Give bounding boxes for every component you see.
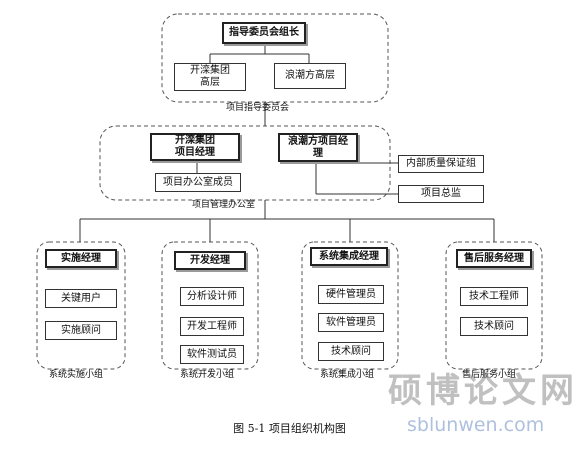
pm-inspur: 浪潮方项目经 理 bbox=[278, 133, 358, 162]
implementation-group-frame bbox=[36, 241, 126, 370]
aftersales-manager: 售后服务经理 bbox=[456, 249, 532, 268]
implementation-manager: 实施经理 bbox=[45, 249, 117, 268]
integration-technical-consultant: 技术顾问 bbox=[318, 342, 384, 361]
steering-member-inspur: 浪潮方高层 bbox=[274, 63, 346, 89]
steering-committee-frame bbox=[161, 13, 389, 103]
project-director: 项目总监 bbox=[398, 185, 484, 203]
steering-member-kailuan: 开滦集团 高层 bbox=[174, 63, 246, 91]
implementation-consultant: 实施顾问 bbox=[45, 321, 117, 340]
quality-assurance-group: 内部质量保证组 bbox=[398, 155, 484, 173]
integration-group-label: 系统集成小组 bbox=[320, 370, 375, 380]
development-engineer: 开发工程师 bbox=[180, 317, 244, 336]
watermark-url: sblunwen.com bbox=[407, 414, 545, 436]
hardware-administrator: 硬件管理员 bbox=[318, 285, 384, 304]
software-administrator: 软件管理员 bbox=[318, 313, 384, 332]
aftersales-technical-consultant: 技术顾问 bbox=[460, 317, 528, 336]
development-group-label: 系统开发小组 bbox=[180, 370, 235, 380]
key-users: 关键用户 bbox=[45, 289, 117, 308]
software-tester: 软件测试员 bbox=[180, 345, 244, 364]
figure-caption: 图 5-1 项目组织机构图 bbox=[233, 422, 346, 435]
steering-committee-label: 项目指导委员会 bbox=[226, 103, 290, 113]
development-manager: 开发经理 bbox=[174, 251, 246, 270]
aftersales-group-label: 售后服务小组 bbox=[462, 370, 517, 380]
pmo-member: 项目办公室成员 bbox=[155, 173, 241, 192]
pm-kailuan: 开滦集团 项目经理 bbox=[150, 133, 240, 161]
integration-manager: 系统集成经理 bbox=[310, 247, 388, 266]
watermark-chinese: 硕博论文网 bbox=[388, 371, 578, 411]
technical-engineer: 技术工程师 bbox=[460, 287, 528, 306]
analysis-designer: 分析设计师 bbox=[180, 287, 244, 306]
steering-committee-head: 指导委员会组长 bbox=[222, 22, 306, 44]
implementation-group-label: 系统实施小组 bbox=[49, 370, 104, 380]
pmo-label: 项目管理办公室 bbox=[192, 200, 256, 210]
